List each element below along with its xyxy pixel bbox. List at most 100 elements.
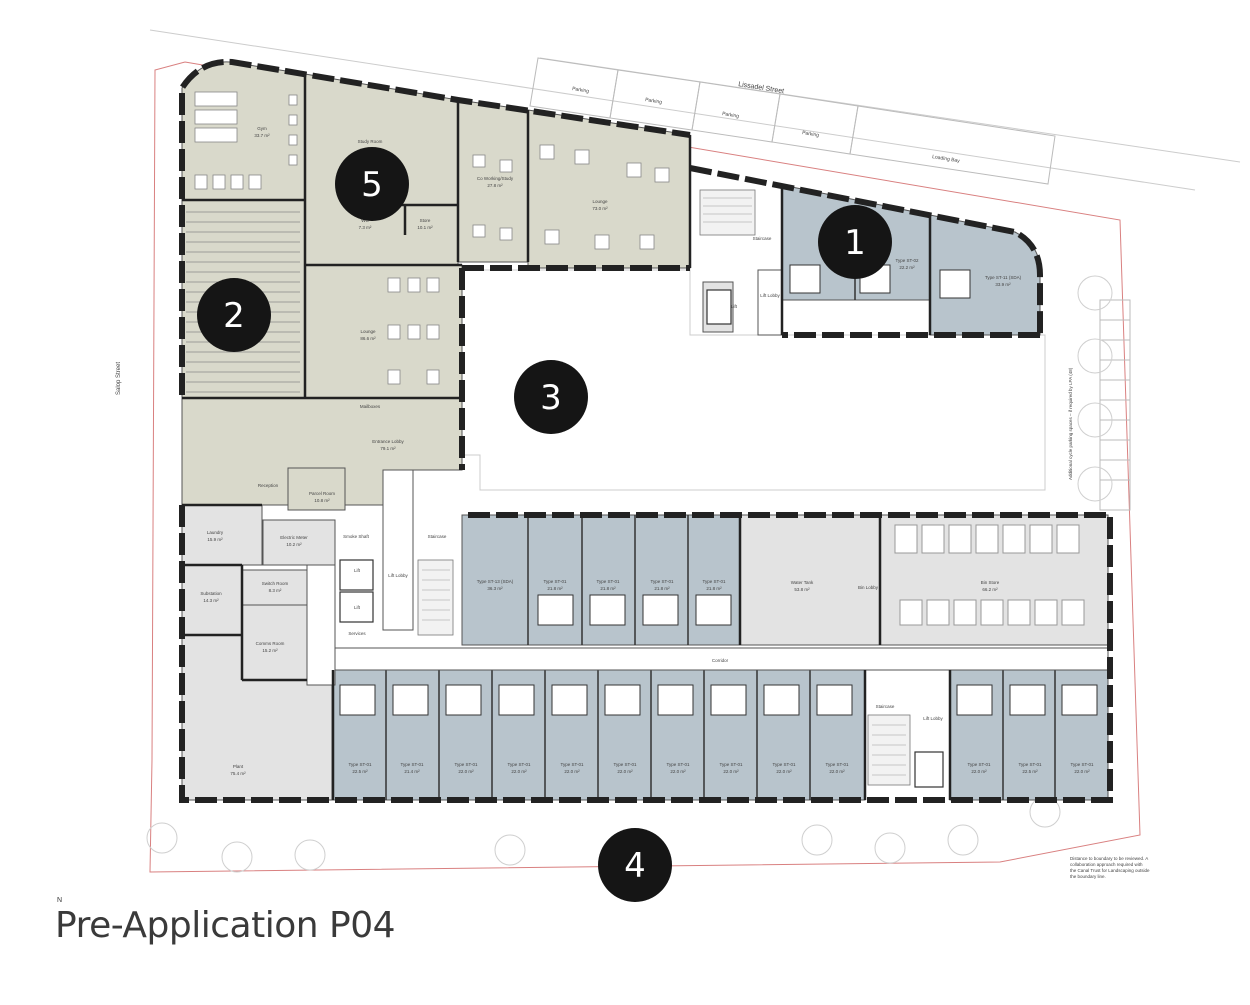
label-services: Services: [348, 631, 366, 636]
upper-studio-area: 21.8 m²: [654, 586, 670, 591]
label-electric-meter: Electric Meter: [280, 535, 308, 540]
internal-walls: [182, 74, 952, 800]
lower-studio-type: Type ST-01: [400, 762, 424, 767]
lower-studio-area: 22.0 m²: [723, 769, 739, 774]
lower-studio-type: Type ST-01: [666, 762, 690, 767]
label-type-st02-area: 22.2 m²: [899, 265, 915, 270]
label-smoke-shaft: Smoke Shaft: [343, 534, 370, 539]
label-switch-room: Switch Room: [262, 581, 289, 586]
lift-shafts: [339, 289, 944, 788]
communal-areas: [181, 61, 691, 511]
label-lift-a: Lift: [354, 568, 361, 573]
lower-studio-type: Type ST-01: [613, 762, 637, 767]
marker-1[interactable]: 1: [818, 205, 892, 279]
lower-studio-area: 22.0 m²: [617, 769, 633, 774]
label-bin-store: Bin Store: [981, 580, 1000, 585]
label-lift-b: Lift: [354, 605, 361, 610]
marker-4[interactable]: 4: [598, 828, 672, 902]
label-entrance-lobby-area: 79.1 m²: [380, 446, 396, 451]
lower-studio-type: Type ST-01: [560, 762, 584, 767]
upper-studio-type: Type ST-01: [596, 579, 620, 584]
label-lounge-main: Lounge: [360, 329, 376, 334]
lower-studio-type: Type ST-01: [772, 762, 796, 767]
label-store-area: 10.1 m²: [417, 225, 433, 230]
lower-studio-type: Type ST-01: [825, 762, 849, 767]
label-wc-area: 7.3 m²: [359, 225, 372, 230]
label-parcel-room-area: 10.8 m²: [314, 498, 330, 503]
street-name-west: Salop Street: [116, 362, 122, 395]
street-name-east: Additional cycle parking spaces – if req…: [1068, 367, 1073, 480]
parking-label-3: Parking: [722, 111, 740, 120]
street-name-north: Lissadel Street: [738, 81, 785, 95]
lower-studio-type: Type ST-01: [454, 762, 478, 767]
label-lift-lobby-south: Lift Lobby: [923, 716, 943, 721]
marker-2-number: 2: [223, 296, 245, 336]
label-staircase-north: Staircase: [753, 236, 772, 241]
label-lift-lobby-west: Lift Lobby: [388, 573, 408, 578]
site-boundary-line: [149, 61, 1141, 873]
label-plant-area: 75.4 m²: [230, 771, 246, 776]
label-lounge-north: Lounge: [592, 199, 608, 204]
north-arrow-label: N: [57, 897, 63, 904]
label-substation: Substation: [200, 591, 222, 596]
lower-studio-area: 22.0 m²: [829, 769, 845, 774]
upper-studio-area: 21.8 m²: [706, 586, 722, 591]
label-corridor-main: Corridor: [712, 658, 729, 663]
label-staircase-west: Staircase: [428, 534, 447, 539]
label-plant: Plant: [233, 764, 244, 769]
corridor-west: [306, 564, 336, 686]
label-type-st11: Type ST-11 (SDA): [985, 275, 1022, 280]
staircases: [417, 189, 911, 786]
label-gym: Gym: [257, 126, 267, 131]
lower-studio-area: 22.5 m²: [1022, 769, 1038, 774]
studio-partitions: [385, 215, 1056, 800]
upper-studio-type: Type ST-01: [702, 579, 726, 584]
lounge-furniture: [387, 144, 670, 385]
parking-label-1: Parking: [572, 86, 590, 95]
bathroom-pods: [339, 264, 1098, 716]
service-areas: [181, 281, 1109, 801]
lower-studio-type: Type ST-01: [719, 762, 743, 767]
marker-4-number: 4: [624, 846, 646, 886]
stair-treads: [422, 197, 906, 776]
label-bin-store-area: 66.2 m²: [982, 587, 998, 592]
marker-3-number: 3: [540, 378, 562, 418]
loading-bay-label: Loading Bay: [932, 154, 961, 164]
room-labels: Gym 33.7 m² Study Room Co Working/Study …: [200, 126, 1021, 776]
lower-studio-area: 22.0 m²: [776, 769, 792, 774]
upper-studio-type: Type ST-01: [543, 579, 567, 584]
cycle-parking: [1099, 299, 1131, 511]
pavement-outline: [149, 29, 1196, 191]
label-lounge-north-area: 73.0 m²: [592, 206, 608, 211]
page-title: Pre-Application P04: [55, 905, 396, 946]
lower-studio-area: 22.0 m²: [564, 769, 580, 774]
label-laundry-area: 15.9 m²: [207, 537, 223, 542]
lower-studio-area: 22.0 m²: [971, 769, 987, 774]
label-laundry: Laundry: [207, 530, 224, 535]
lower-studio-area: 22.5 m²: [352, 769, 368, 774]
lower-studio-type: Type ST-01: [1070, 762, 1094, 767]
label-store: Store: [420, 218, 431, 223]
lower-studio-area: 22.0 m²: [1074, 769, 1090, 774]
marker-2[interactable]: 2: [197, 278, 271, 352]
lower-studio-labels: Type ST-01 22.5 m² Type ST-01 21.4 m² Type S…: [348, 762, 1094, 774]
bin-racks: [894, 524, 1085, 626]
label-lift-lobby-north: Lift Lobby: [760, 293, 780, 298]
label-mailboxes: Mailboxes: [360, 404, 381, 409]
marker-5[interactable]: 5: [335, 147, 409, 221]
label-parcel-room: Parcel Room: [309, 491, 335, 496]
lower-studio-type: Type ST-01: [348, 762, 372, 767]
courtyard: [461, 269, 1046, 491]
marker-3[interactable]: 3: [514, 360, 588, 434]
label-wc: WC: [361, 218, 369, 223]
parking-label-4: Parking: [802, 130, 820, 139]
lower-studio-area: 21.4 m²: [404, 769, 420, 774]
label-entrance-lobby: Entrance Lobby: [372, 439, 404, 444]
upper-studio-area: 21.8 m²: [547, 586, 563, 591]
label-coworking: Co Working/Study: [477, 176, 514, 181]
parking-bays: [529, 57, 1056, 185]
lower-studio-area: 22.0 m²: [670, 769, 686, 774]
lift-lobby-west: [382, 469, 414, 631]
